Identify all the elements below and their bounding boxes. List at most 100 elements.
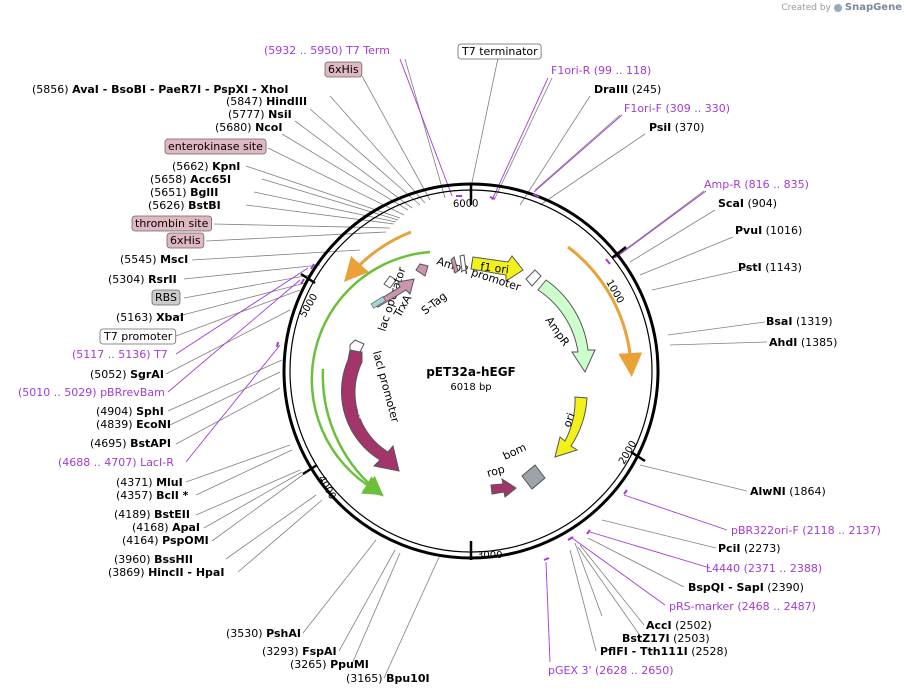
enzyme-site-label: BsaI (1319): [766, 315, 833, 328]
site-labels: (5932 .. 5950) T7 Term T7 terminator 6xHis…: [18, 43, 881, 685]
enzyme-site-label: (3530) PshAI: [226, 627, 301, 640]
primer-label: (4688 .. 4707) LacI-R: [58, 456, 174, 469]
enzyme-site-label: AhdI (1385): [769, 336, 837, 349]
feature-tag-label: RBS: [155, 291, 177, 304]
enzyme-site-label: BstZ17I (2503): [622, 632, 710, 645]
feature-label-laci: lacI: [353, 398, 369, 419]
primer-leader-lines: [167, 58, 728, 663]
orf-arc-right: [567, 245, 643, 377]
enzyme-site-label: AccI (2502): [646, 619, 712, 632]
enzyme-site-label: (5163) XbaI: [116, 311, 184, 324]
enzyme-site-label: (5662) KpnI: [172, 160, 240, 173]
feature-label-ori: ori: [561, 411, 578, 429]
feature-laci: [341, 349, 400, 472]
feature-s-tag: [415, 263, 429, 277]
orf-arc-left-outer: [321, 368, 384, 497]
enzyme-site-label: (5777) NsiI: [228, 108, 292, 121]
scale-ticks: [300, 184, 646, 560]
enzyme-site-label: PvuI (1016): [735, 224, 802, 237]
enzyme-site-label: PciI (2273): [718, 542, 781, 555]
tick-label-3000: 3000: [477, 550, 502, 561]
feature-tag-label: 6xHis: [170, 234, 201, 247]
primer-label: Amp-R (816 .. 835): [704, 178, 809, 191]
primer-label: (5010 .. 5029) pBRrevBam: [18, 386, 165, 399]
enzyme-site-label: (5052) SgrAI: [90, 368, 164, 381]
feature-label-rop: rop: [485, 463, 506, 480]
enzyme-site-label: (5545) MscI: [120, 253, 188, 266]
feature-ampr: [537, 279, 596, 374]
enzyme-site-label: BspQI - SapI (2390): [688, 581, 804, 594]
feature-bom: [521, 464, 546, 490]
feature-small-pink-1: [450, 256, 459, 274]
feature-tag-label: enterokinase site: [168, 140, 263, 153]
tick-label-2000: 2000: [617, 439, 639, 467]
enzyme-site-label: (4357) BclI *: [116, 489, 189, 502]
enzyme-site-label: (5304) RsrII: [108, 273, 177, 286]
primer-label: pBR322ori-F (2118 .. 2137): [731, 524, 881, 537]
enzyme-site-label: AlwNI (1864): [750, 485, 826, 498]
primer-label: (5117 .. 5136) T7: [72, 348, 168, 361]
enzyme-site-label: (4695) BstAPI: [90, 437, 171, 450]
enzyme-site-label: (5658) Acc65I: [150, 173, 231, 186]
enzyme-site-label: (5651) BglII: [150, 186, 218, 199]
primer-label: pGEX 3' (2628 .. 2650): [548, 664, 674, 677]
enzyme-site-label: (4164) PspOMI: [122, 534, 209, 547]
enzyme-site-label: PsiI (370): [649, 121, 704, 134]
feature-rop: [490, 477, 517, 498]
plasmid-size: 6018 bp: [450, 382, 491, 393]
feature-tag-label: T7 promoter: [103, 330, 173, 343]
tick-label-6000: 6000: [453, 199, 479, 210]
primer-label: F1ori-F (309 .. 330): [624, 102, 730, 115]
feature-ori: [554, 396, 588, 458]
enzyme-site-label: (3293) FspAI: [262, 645, 337, 658]
feature-tag-label: thrombin site: [135, 217, 209, 230]
enzyme-site-label: PflFI - Tth111I (2528): [600, 645, 728, 658]
snapgene-logo-icon: [833, 3, 842, 12]
orf-arc-upper-left: [343, 230, 412, 282]
feature-label-bom: bom: [501, 441, 529, 463]
enzyme-site-label: ScaI (904): [718, 197, 777, 210]
feature-laci-promoter-box: [349, 339, 365, 353]
tick-label-5000: 5000: [298, 292, 320, 320]
feature-small-white-1: [459, 254, 467, 272]
enzyme-site-label: PstI (1143): [738, 261, 802, 274]
primer-binding-marks: [276, 193, 628, 561]
primer-label: L4440 (2371 .. 2388): [706, 562, 822, 575]
feature-tag-box: [164, 138, 267, 155]
enzyme-site-label: (3165) Bpu10I: [346, 672, 430, 685]
credit: Created by SnapGene: [781, 2, 902, 13]
enzyme-site-label: (4839) EcoNI: [96, 418, 171, 431]
enzyme-site-label: (5626) BstBI: [148, 199, 221, 212]
feature-label-s-tag: S-Tag: [419, 290, 450, 318]
enzyme-site-label: (4904) SphI: [96, 405, 164, 418]
feature-tag-box: [166, 232, 205, 249]
enzyme-site-label: (4168) ApaI: [132, 521, 200, 534]
feature-tag-box: [99, 328, 177, 345]
credit-prefix: Created by: [781, 2, 831, 13]
enzyme-site-label: (4189) BstEII: [114, 508, 190, 521]
enzyme-site-label: (3869) HincII - HpaI: [108, 566, 224, 579]
plasmid-name: pET32a-hEGF: [426, 365, 516, 379]
feature-tag-label: 6xHis: [328, 63, 359, 76]
enzyme-site-label: (3960) BssHII: [114, 553, 193, 566]
tick-label-4000: 4000: [315, 474, 337, 502]
feature-lac-operator-box: [383, 275, 397, 289]
credit-brand: SnapGene: [844, 2, 902, 13]
feature-label-f1-ori: f1 ori: [480, 260, 510, 276]
feature-his-tag-box: [370, 296, 386, 309]
primer-label: pRS-marker (2468 .. 2487): [669, 600, 816, 613]
orf-arc-left-inner: [310, 250, 431, 496]
feature-tag-box: [151, 289, 181, 306]
feature-label-laci-promoter: lacI promoter: [370, 349, 402, 424]
primer-label: (5932 .. 5950) T7 Term: [264, 44, 390, 57]
feature-tag-box: [324, 61, 363, 78]
enzyme-site-label: (3265) PpuMI: [290, 658, 369, 671]
enzyme-site-label: (4371) MluI: [116, 476, 183, 489]
feature-tag-box: [457, 43, 542, 60]
primer-label: F1ori-R (99 .. 118): [551, 64, 651, 77]
enzyme-site-label: DraIII (245): [594, 83, 661, 96]
feature-ampr-promoter-box: [525, 269, 542, 287]
feature-tag-label: T7 terminator: [461, 45, 538, 58]
enzyme-site-label: (5856) AvaI - BsoBI - PaeR7I - PspXI - X…: [32, 83, 288, 96]
